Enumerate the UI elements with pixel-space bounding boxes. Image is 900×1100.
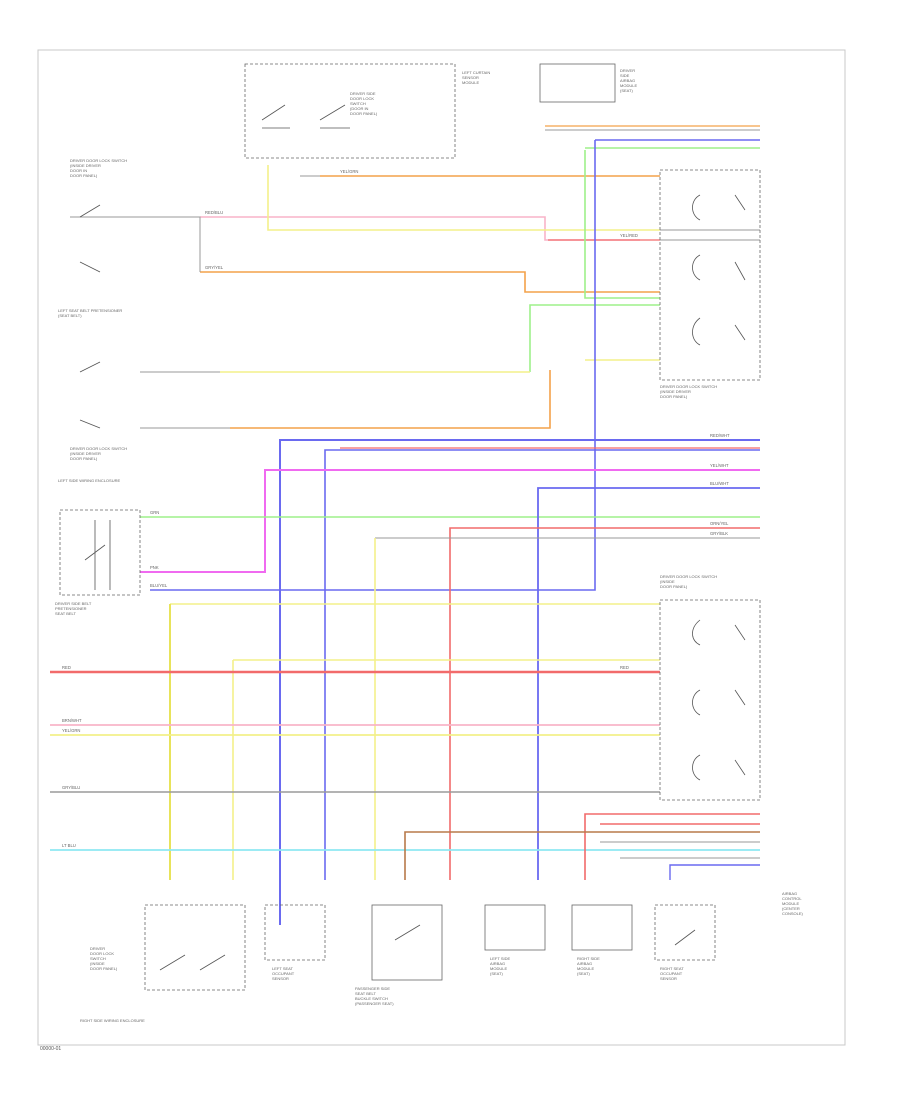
switch-glyph-right-3: [692, 317, 746, 346]
wire-blue-top-r: [150, 139, 760, 591]
switch-glyph-bottom-3: [394, 924, 421, 941]
wire-brown-832: [404, 831, 760, 880]
wire-gray-left-1: [70, 216, 201, 272]
switch-glyph-top-2: [319, 104, 350, 129]
left-driver-lock-label: DRIVER DOOR LOCK SWITCH (INSIDE DRIVER D…: [70, 158, 128, 178]
right-bottom-module-label: AIRBAG CONTROL MODULE (CENTER CONSOLE): [782, 891, 804, 916]
wire-orange-low: [230, 370, 551, 429]
bottom-module-4: [484, 904, 546, 951]
wire-label-lo-1: RED: [620, 665, 629, 670]
bottom-label-4: LEFT SIDE AIRBAG MODULE (SEAT): [490, 956, 511, 976]
wire-pink-top: [200, 216, 640, 241]
switch-glyph-left-4: [79, 419, 101, 429]
wire-yellow-top: [267, 165, 660, 231]
wire-label-mr-1: RED/WHT: [710, 433, 730, 438]
bottom-switch-1: [144, 904, 246, 991]
wire-label-ml-4: RED: [62, 665, 71, 670]
bottom-label-6: RIGHT SEAT OCCUPANT SENSOR: [660, 966, 685, 981]
wire-label-ml-1: GRN: [150, 510, 159, 515]
wire-green-mid: [529, 304, 660, 372]
left-seatbelt-label: LEFT SEAT BELT PRETENSIONER (SEAT BELT): [58, 308, 123, 318]
switch-glyph-right-6: [692, 754, 746, 781]
switch-glyph-bottom-1: [159, 954, 226, 971]
wire-label-lo-5: LT BLU: [62, 843, 76, 848]
left-lock-switch-label: DRIVER DOOR LOCK SWITCH (INSIDE DRIVER D…: [70, 446, 128, 461]
wire-label-lo-4: GRY/BLU: [62, 785, 80, 790]
diagram-frame: [37, 49, 846, 1046]
switch-glyph-right-1: [692, 194, 746, 221]
bottom-ground-label: RIGHT SIDE WIRING ENCLOSURE: [80, 1018, 145, 1023]
switch-glyph-left-1: [79, 204, 101, 218]
wire-blue-long: [279, 439, 760, 925]
switch-glyph-left-3: [79, 361, 101, 373]
wire-label-tl-2: GRY/YEL: [205, 265, 224, 270]
bottom-module-5: [571, 904, 633, 951]
switch-glyph-right-2: [692, 254, 746, 281]
bottom-label-3: PASSENGER SIDE SEAT BELT BUCKLE SWITCH (…: [355, 986, 394, 1006]
right-mid-switch-label: DRIVER DOOR LOCK SWITCH (INSIDE DOOR PAN…: [660, 574, 718, 589]
left-sensor-box: [59, 509, 141, 596]
wire-yellow-660: [232, 659, 660, 880]
switch-glyph-right-5: [692, 689, 746, 716]
wire-blue-second: [324, 449, 760, 880]
top-right-b-label: DRIVER SIDE AIRBAG MODULE (SEAT): [620, 68, 638, 93]
wire-label-ml-3: BLU/YEL: [150, 583, 168, 588]
wire-red-814: [584, 813, 760, 880]
footer-code: 00000-01: [40, 1046, 61, 1052]
wire-gray-right-a: [660, 229, 760, 241]
wire-label-mr-4: ORN/YEL: [710, 521, 729, 526]
wire-blue-538: [537, 487, 760, 880]
switch-glyph-sensor: [84, 520, 111, 590]
wire-label-ml-2: PNK: [150, 565, 159, 570]
right-upper-switch-label: DRIVER DOOR LOCK SWITCH (INSIDE DRIVER D…: [660, 384, 718, 399]
wire-blue-865: [669, 864, 760, 880]
top-center-switch-label: DRIVER SIDE DOOR LOCK SWITCH (DOOR IN DO…: [350, 91, 378, 116]
switch-glyph-top-1: [261, 104, 290, 129]
wire-orange-mid: [200, 271, 660, 293]
wire-label-lo-3: YEL/GRN: [62, 728, 80, 733]
top-center-switch-box: [244, 63, 456, 159]
wire-magenta: [140, 469, 760, 573]
wire-label-lo-2: BRN/WHT: [62, 718, 82, 723]
bottom-label-1: DRIVER DOOR LOCK SWITCH (INSIDE DOOR PAN…: [90, 946, 118, 971]
bottom-switch-6: [654, 904, 716, 961]
wire-label-mr-5: GRY/BLK: [710, 531, 728, 536]
wire-green-top: [584, 150, 660, 299]
bottom-label-2: LEFT SEAT OCCUPANT SENSOR: [272, 966, 295, 981]
switch-glyph-right-4: [692, 619, 746, 646]
bottom-switch-3: [371, 904, 443, 981]
switch-glyph-left-2: [79, 261, 101, 273]
wire-label-tl-4: YEL/RED: [620, 233, 638, 238]
right-mid-switch-box: [659, 599, 761, 801]
wire-label-tl-1: RED/BLU: [205, 210, 223, 215]
left-side-ground-label: LEFT SIDE WIRING ENCLOSURE: [58, 478, 120, 483]
bottom-label-5: RIGHT SIDE AIRBAG MODULE (SEAT): [577, 956, 601, 976]
top-right-module-box: [539, 63, 616, 103]
switch-glyph-bottom-6: [674, 929, 696, 946]
right-upper-switch-box: [659, 169, 761, 381]
wire-label-mr-3: BLU/WHT: [710, 481, 729, 486]
wire-label-tl-3: YEL/GRN: [340, 169, 358, 174]
wire-red-528: [449, 527, 760, 880]
top-right-a-label: LEFT CURTAIN SENSOR MODULE: [462, 70, 491, 85]
wire-label-mr-2: YEL/WHT: [710, 463, 729, 468]
left-sensor-label: DRIVER SIDE BELT PRETENSIONER SEAT BELT: [55, 601, 92, 616]
bottom-switch-2: [264, 904, 326, 961]
